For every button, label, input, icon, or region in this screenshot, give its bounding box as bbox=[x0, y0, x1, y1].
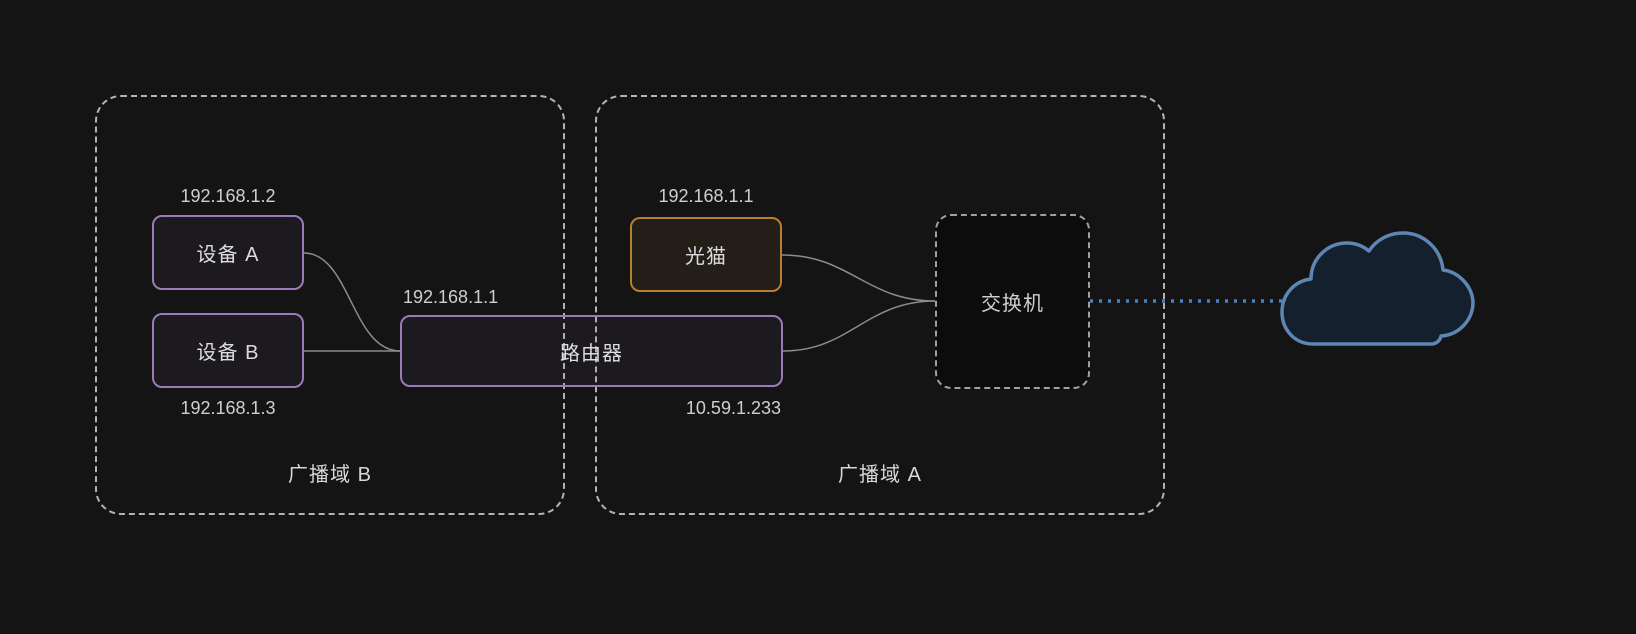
device-a-ip-label: 192.168.1.2 bbox=[180, 186, 276, 206]
node-device-b[interactable]: 设备 B bbox=[152, 313, 304, 388]
modem-label: 光猫 bbox=[685, 246, 727, 268]
device-a-label: 设备 A bbox=[196, 244, 260, 266]
router-wan-ip-label: 10.59.1.233 bbox=[685, 398, 781, 418]
node-switch[interactable]: 交换机 bbox=[935, 214, 1090, 389]
domain-a-label: 广播域 A bbox=[838, 464, 922, 486]
wire-device-a-router bbox=[303, 252, 401, 352]
broadcast-domain-a: 广播域 A bbox=[595, 95, 1165, 515]
wire-modem-switch bbox=[781, 254, 936, 302]
switch-label: 交换机 bbox=[981, 293, 1044, 315]
router-lan-ip-label: 192.168.1.1 bbox=[403, 287, 499, 307]
wire-router-switch bbox=[782, 300, 936, 352]
modem-ip-label: 192.168.1.1 bbox=[658, 186, 754, 206]
node-router[interactable]: 路由器 bbox=[400, 315, 783, 387]
node-modem[interactable]: 光猫 bbox=[630, 217, 782, 292]
internet-cloud-icon[interactable] bbox=[1280, 231, 1475, 346]
device-b-ip-label: 192.168.1.3 bbox=[180, 398, 276, 418]
domain-b-label: 广播域 B bbox=[288, 464, 372, 486]
device-b-label: 设备 B bbox=[196, 342, 260, 364]
router-label: 路由器 bbox=[560, 342, 623, 365]
node-device-a[interactable]: 设备 A bbox=[152, 215, 304, 290]
broadcast-domain-b: 广播域 B bbox=[95, 95, 565, 515]
